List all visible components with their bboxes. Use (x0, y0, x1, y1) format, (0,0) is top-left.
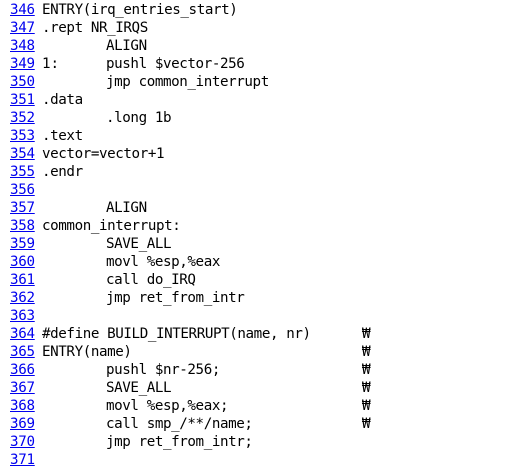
code-line: 351 .data (10, 91, 510, 109)
code-line: 349 1: pushl $vector-256 (10, 55, 510, 73)
line-number-link[interactable]: 368 (10, 398, 35, 414)
code-text: .rept NR_IRQS (42, 20, 148, 36)
code-text: ALIGN (106, 200, 147, 216)
line-number-link[interactable]: 355 (10, 164, 35, 180)
line-number-link[interactable]: 367 (10, 380, 35, 396)
line-number-link[interactable]: 371 (10, 452, 35, 468)
code-text: SAVE_ALL (106, 380, 172, 396)
code-text: SAVE_ALL (106, 236, 172, 252)
code-text: jmp ret_from_intr; (106, 434, 253, 450)
code-line: 347 .rept NR_IRQS (10, 19, 510, 37)
code-text: jmp common_interrupt (106, 74, 269, 90)
line-number-link[interactable]: 359 (10, 236, 35, 252)
code-text: ENTRY(name) (42, 344, 132, 360)
code-line: 355 .endr (10, 163, 510, 181)
code-text: call do_IRQ (106, 272, 196, 288)
code-line: 368 movl %esp,%eax; ₩ (10, 397, 510, 415)
source-code-listing: 346 ENTRY(irq_entries_start) 347 .rept NR_I… (10, 1, 510, 469)
code-text: call smp_/**/name; (106, 416, 253, 432)
line-number-link[interactable]: 353 (10, 128, 35, 144)
line-number-link[interactable]: 370 (10, 434, 35, 450)
code-text: common_interrupt: (42, 218, 181, 234)
code-text: .data (42, 92, 83, 108)
code-line: 359 SAVE_ALL (10, 235, 510, 253)
line-continuation-mark: ₩ (362, 380, 371, 396)
line-number-link[interactable]: 363 (10, 308, 35, 324)
code-line: 358 common_interrupt: (10, 217, 510, 235)
line-number-link[interactable]: 348 (10, 38, 35, 54)
code-line: 360 movl %esp,%eax (10, 253, 510, 271)
code-line: 371 (10, 451, 510, 469)
code-line: 354 vector=vector+1 (10, 145, 510, 163)
line-number-link[interactable]: 352 (10, 110, 35, 126)
line-number-link[interactable]: 349 (10, 56, 35, 72)
code-line: 356 (10, 181, 510, 199)
code-line: 350 jmp common_interrupt (10, 73, 510, 91)
code-text: .endr (42, 164, 83, 180)
line-continuation-mark: ₩ (362, 344, 371, 360)
code-text: vector=vector+1 (42, 146, 165, 162)
code-text: #define BUILD_INTERRUPT(name, nr) (42, 326, 311, 342)
code-line: 352 .long 1b (10, 109, 510, 127)
code-text: pushl $nr-256; (106, 362, 220, 378)
code-line: 346 ENTRY(irq_entries_start) (10, 1, 510, 19)
line-number-link[interactable]: 362 (10, 290, 35, 306)
code-line: 367 SAVE_ALL ₩ (10, 379, 510, 397)
code-line: 348 ALIGN (10, 37, 510, 55)
line-number-link[interactable]: 357 (10, 200, 35, 216)
line-number-link[interactable]: 347 (10, 20, 35, 36)
line-number-link[interactable]: 350 (10, 74, 35, 90)
line-number-link[interactable]: 346 (10, 2, 35, 18)
code-line: 370 jmp ret_from_intr; (10, 433, 510, 451)
line-continuation-mark: ₩ (362, 398, 371, 414)
code-text: ENTRY(irq_entries_start) (42, 2, 238, 18)
line-number-link[interactable]: 356 (10, 182, 35, 198)
line-number-link[interactable]: 365 (10, 344, 35, 360)
code-line: 363 (10, 307, 510, 325)
code-line: 362 jmp ret_from_intr (10, 289, 510, 307)
code-text: movl %esp,%eax; (106, 398, 229, 414)
code-line: 353 .text (10, 127, 510, 145)
code-text: pushl $vector-256 (106, 56, 245, 72)
line-number-link[interactable]: 360 (10, 254, 35, 270)
code-text: ALIGN (106, 38, 147, 54)
line-number-link[interactable]: 351 (10, 92, 35, 108)
code-label: 1: (42, 56, 60, 72)
line-number-link[interactable]: 358 (10, 218, 35, 234)
code-line: 357 ALIGN (10, 199, 510, 217)
line-number-link[interactable]: 366 (10, 362, 35, 378)
line-continuation-mark: ₩ (362, 416, 371, 432)
code-line: 366 pushl $nr-256; ₩ (10, 361, 510, 379)
line-continuation-mark: ₩ (362, 362, 371, 378)
line-number-link[interactable]: 364 (10, 326, 35, 342)
code-line: 361 call do_IRQ (10, 271, 510, 289)
code-text: jmp ret_from_intr (106, 290, 245, 306)
line-number-link[interactable]: 354 (10, 146, 35, 162)
code-line: 369 call smp_/**/name; ₩ (10, 415, 510, 433)
code-text: .long 1b (106, 110, 172, 126)
line-number-link[interactable]: 361 (10, 272, 35, 288)
line-number-link[interactable]: 369 (10, 416, 35, 432)
code-text: movl %esp,%eax (106, 254, 220, 270)
code-line: 365 ENTRY(name) ₩ (10, 343, 510, 361)
code-line: 364 #define BUILD_INTERRUPT(name, nr) ₩ (10, 325, 510, 343)
code-text: .text (42, 128, 83, 144)
line-continuation-mark: ₩ (362, 326, 371, 342)
